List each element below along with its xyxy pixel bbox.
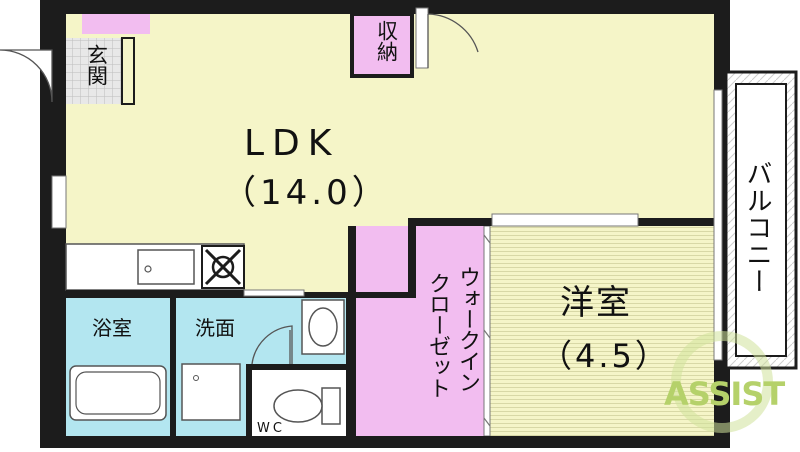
walk-in-closet-floor bbox=[356, 226, 484, 436]
western-room-area: （4.5） bbox=[540, 337, 670, 375]
washing-pan-drain bbox=[193, 375, 199, 381]
ldk-floor bbox=[66, 14, 720, 292]
entrance-label: 玄関 bbox=[84, 44, 109, 86]
openings bbox=[51, 7, 723, 361]
entrance-step bbox=[121, 37, 135, 105]
washroom-label: 洗面 bbox=[195, 316, 235, 340]
ldk-label: LDK bbox=[244, 123, 340, 164]
toilet-label: WC bbox=[257, 421, 285, 436]
ldk-area: （14.0） bbox=[222, 173, 390, 213]
bath-label: 浴室 bbox=[92, 316, 132, 340]
balcony-inner bbox=[735, 83, 787, 357]
walk-in-closet-label-line2: クローゼット bbox=[425, 272, 450, 398]
sink-drain bbox=[144, 265, 152, 273]
bathtub-inner bbox=[75, 371, 161, 415]
entrance-floor bbox=[66, 38, 122, 104]
assist-logo-text: ASSIST bbox=[664, 375, 785, 413]
toilet-tank bbox=[321, 387, 341, 425]
walk-in-closet-label-line1: ウォークイン bbox=[455, 266, 480, 392]
western-room-label: 洋室 bbox=[560, 283, 632, 323]
vanity-basin bbox=[308, 307, 338, 347]
logo-mark bbox=[671, 331, 773, 433]
sink bbox=[137, 249, 195, 285]
toilet-bowl bbox=[273, 389, 323, 423]
storage-label: 収納 bbox=[374, 20, 399, 62]
ldk-pink-strip bbox=[82, 14, 150, 34]
doors bbox=[0, 13, 479, 365]
storage-floor bbox=[350, 12, 414, 78]
stove-burner bbox=[204, 248, 242, 286]
closet-rail-marks bbox=[483, 234, 491, 427]
balcony-label: バルコニー bbox=[742, 160, 772, 295]
washing-pan bbox=[181, 363, 241, 421]
stove-ring bbox=[211, 255, 235, 279]
